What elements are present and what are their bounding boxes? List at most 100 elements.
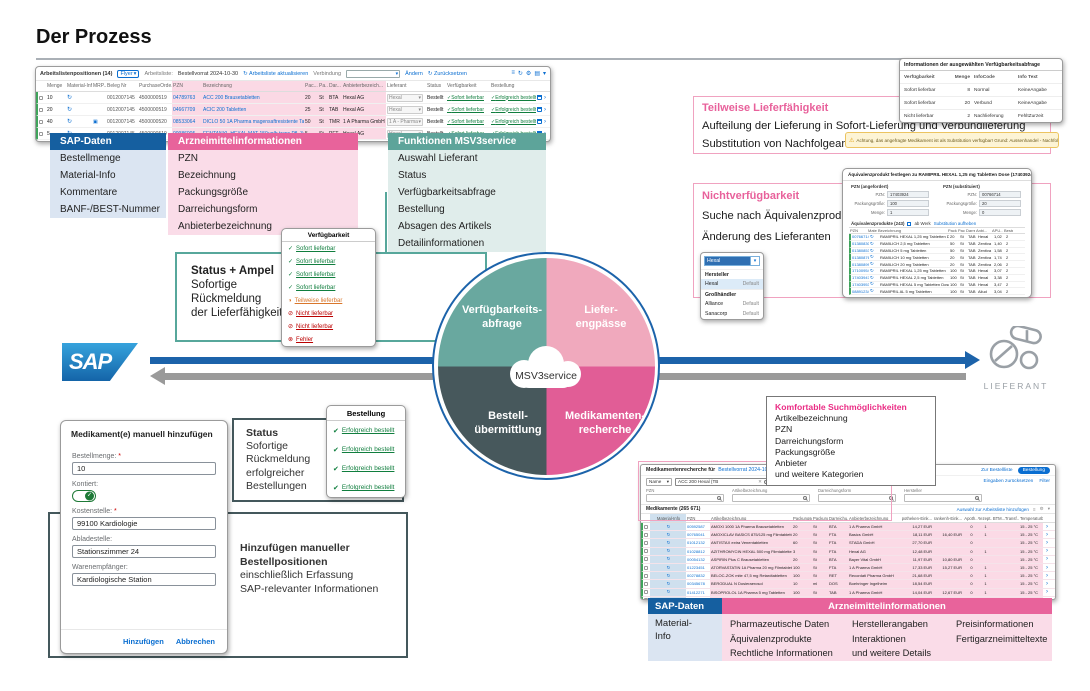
aendern-link[interactable]: Ändern (405, 70, 423, 77)
table-column-header[interactable]: Artikelbezeichnung (711, 515, 747, 521)
delete-icon[interactable] (537, 95, 542, 100)
row-checkbox[interactable] (644, 557, 648, 562)
bestellmenge-input[interactable]: 10 (72, 462, 216, 475)
material-info-icon[interactable]: ↻ (870, 288, 874, 294)
material-info-icon[interactable]: ↻ (666, 523, 671, 529)
worklist-link[interactable]: Bestellvorrat 2024-10-30 ▾ (718, 467, 780, 473)
pzn-link[interactable]: 01223451 (687, 565, 705, 571)
material-info-icon[interactable]: ↻ (870, 254, 874, 260)
worklist-column-header[interactable]: Anbieterbezeich... (342, 81, 386, 91)
medication-row[interactable]: ↻ 00054132 ASPIRIN Plus C Brausetablette… (641, 555, 1055, 564)
table-column-header[interactable]: Transf... (1005, 515, 1019, 521)
worklist-column-header[interactable] (536, 81, 550, 91)
medication-row[interactable]: ↻ 01412271 BISOPROLOL 1A Pharma 5 mg Tab… (641, 588, 1055, 597)
material-info-icon[interactable]: ↻ (666, 548, 671, 554)
delete-icon[interactable] (537, 119, 542, 124)
table-column-header[interactable]: Bezeichnung (878, 228, 902, 233)
table-column-header[interactable]: Pack... (948, 228, 957, 233)
pzn-link[interactable]: 01028812 (687, 548, 705, 554)
field-value[interactable]: 20 (979, 200, 1021, 207)
lieferant-select[interactable]: Hexal▾ (387, 105, 423, 114)
equivalent-row[interactable]: 01380853 ↻ RAMILICH 5 mg Tabletten 50 St… (849, 248, 1025, 255)
verfuegbarkeit-link[interactable]: Sofort lieferbar (446, 104, 490, 115)
warenempfaenger-input[interactable]: Kardiologische Station (72, 573, 216, 586)
bezeichnung-link[interactable]: ACC 200 Brausetabletten (202, 92, 304, 103)
dropdown-item[interactable]: Großhändler (701, 289, 763, 299)
supplier-select[interactable]: Hexal ▾ (704, 256, 760, 266)
material-info-icon[interactable]: ↻ (666, 539, 671, 545)
row-checkbox[interactable] (644, 573, 648, 578)
pzn-link[interactable]: 01380876 (852, 254, 869, 260)
search-icon[interactable] (975, 496, 979, 500)
pzn-link[interactable]: 01412271 (687, 589, 705, 595)
chevron-right-icon[interactable]: › (1046, 564, 1048, 571)
pzn-link[interactable]: 17403947 (852, 275, 869, 281)
worklist-column-header[interactable]: Bezeichnung (202, 81, 304, 91)
chevron-right-icon[interactable]: › (1046, 523, 1048, 530)
worklist-column-header[interactable]: Beleg Nr (107, 83, 127, 89)
kostenstelle-input[interactable]: 99100 Kardiologie (72, 517, 216, 530)
equivalent-row[interactable]: 17100954 ↻ RAMIPRIL HEXAL 1,25 mg Tablet… (849, 268, 1025, 275)
pzn-link[interactable]: 01380853 (852, 247, 869, 253)
row-checkbox[interactable] (644, 581, 648, 586)
material-info-icon[interactable]: ↻ (67, 119, 73, 125)
flyer-button[interactable]: Flyer▾ (117, 69, 140, 78)
worklist-column-header[interactable]: Bestellung (491, 83, 515, 89)
medication-row[interactable]: ↻ 00278832 BELOC-ZOK mite 47,5 mg Retard… (641, 572, 1055, 581)
delete-icon[interactable] (537, 107, 542, 112)
table-column-header[interactable]: Packungs... (813, 515, 828, 521)
verfuegbarkeit-link[interactable]: Sofort lieferbar (446, 116, 490, 127)
table-column-header[interactable]: PZN (687, 515, 696, 521)
zuruecksetzen-link[interactable]: ↻ Zurücksetzen (427, 70, 467, 77)
lieferant-select[interactable]: Hexal▾ (387, 93, 423, 102)
row-checkbox[interactable] (644, 598, 648, 599)
table-column-header[interactable]: Darrei... (966, 228, 975, 233)
row-checkbox[interactable] (644, 532, 648, 537)
material-info-icon[interactable]: ↻ (870, 261, 874, 267)
order-success-item[interactable]: ✔ Erfolgreich bestellt (327, 459, 405, 478)
equivalent-row[interactable]: 17403947 ↻ RAMIPRIL HEXAL 2,5 mg Tablett… (849, 275, 1025, 282)
equivalent-row[interactable]: 01380876 ↻ RAMILICH 10 mg Tabletten 20 S… (849, 254, 1025, 262)
field-value[interactable]: 1 (887, 209, 929, 216)
abladestelle-input[interactable]: Stationszimmer 24 (72, 545, 216, 558)
table-column-header[interactable] (643, 514, 650, 522)
pzn-link[interactable]: 00345678 (687, 581, 705, 587)
pzn-link[interactable]: 00765041 (687, 532, 705, 538)
refresh-icon[interactable]: ↻ (517, 71, 523, 77)
refresh-worklist-link[interactable]: ↻ Arbeitsliste aktualisieren (243, 70, 309, 77)
pzn-link[interactable]: 00054132 (687, 556, 705, 562)
worklist-column-header[interactable]: Material-Info (67, 83, 92, 89)
chevron-right-icon[interactable]: › (544, 94, 546, 101)
pzn-link[interactable]: 01380830 (852, 241, 869, 247)
equivalent-row[interactable]: 17403953 ↻ RAMIPRIL HEXAL 5 mg Tabletten… (849, 281, 1025, 289)
chevron-right-icon[interactable]: › (1046, 572, 1048, 579)
row-checkbox[interactable] (644, 524, 648, 529)
table-column-header[interactable]: Anbi... (976, 228, 988, 233)
material-info-icon[interactable]: ↻ (666, 572, 671, 578)
table-column-header[interactable]: Anbieterbezeichnung (849, 515, 889, 521)
worklist-column-header[interactable] (38, 81, 46, 91)
add-to-worklist-link[interactable]: Auswahl zur Arbeitsliste hinzufügen (956, 506, 1029, 512)
chevron-down-icon[interactable]: ▾ (542, 71, 546, 77)
order-success-item[interactable]: ✔ Erfolgreich bestellt (327, 478, 405, 497)
filter-link[interactable]: Filter (1039, 479, 1050, 484)
worklist-column-header[interactable]: Lieferant (387, 83, 407, 89)
field-value[interactable]: 100 (887, 200, 929, 207)
medication-row[interactable]: ↻ 00592587 AMOXI 1000 1A Pharma Brauseta… (641, 523, 1055, 532)
worklist-row[interactable]: 20 ↻ 0012007145 4500000519 04667709 ACIC… (36, 104, 550, 116)
pzn-link[interactable]: 08891234 (852, 288, 869, 294)
equivalent-row[interactable]: 00766714 ↻ RAMIPRIL HEXAL 1,25 mg Tablet… (849, 234, 1025, 241)
equivalent-row[interactable]: 08891234 ↻ RAMIPRIL AL 5 mg Tabletten 10… (849, 288, 1025, 296)
table-column-header[interactable]: Krankenh-Eink... (934, 515, 962, 521)
field-value[interactable]: 00766714 (979, 191, 1021, 198)
substitution-aufheben-link[interactable]: Substitution aufheben (933, 221, 977, 226)
chevron-down-icon[interactable]: ▾ (1047, 506, 1050, 511)
worklist-column-header[interactable]: Pac... (304, 81, 318, 91)
material-info-icon[interactable]: ↻ (870, 247, 874, 253)
chevron-right-icon[interactable]: › (1046, 556, 1048, 563)
table-column-header[interactable]: Temperaturbe... (1020, 515, 1043, 521)
row-checkbox[interactable] (39, 95, 43, 100)
worklist-column-header[interactable]: Pa... (318, 81, 328, 91)
table-column-header[interactable] (1043, 514, 1049, 522)
chevron-right-icon[interactable]: › (1046, 580, 1048, 587)
